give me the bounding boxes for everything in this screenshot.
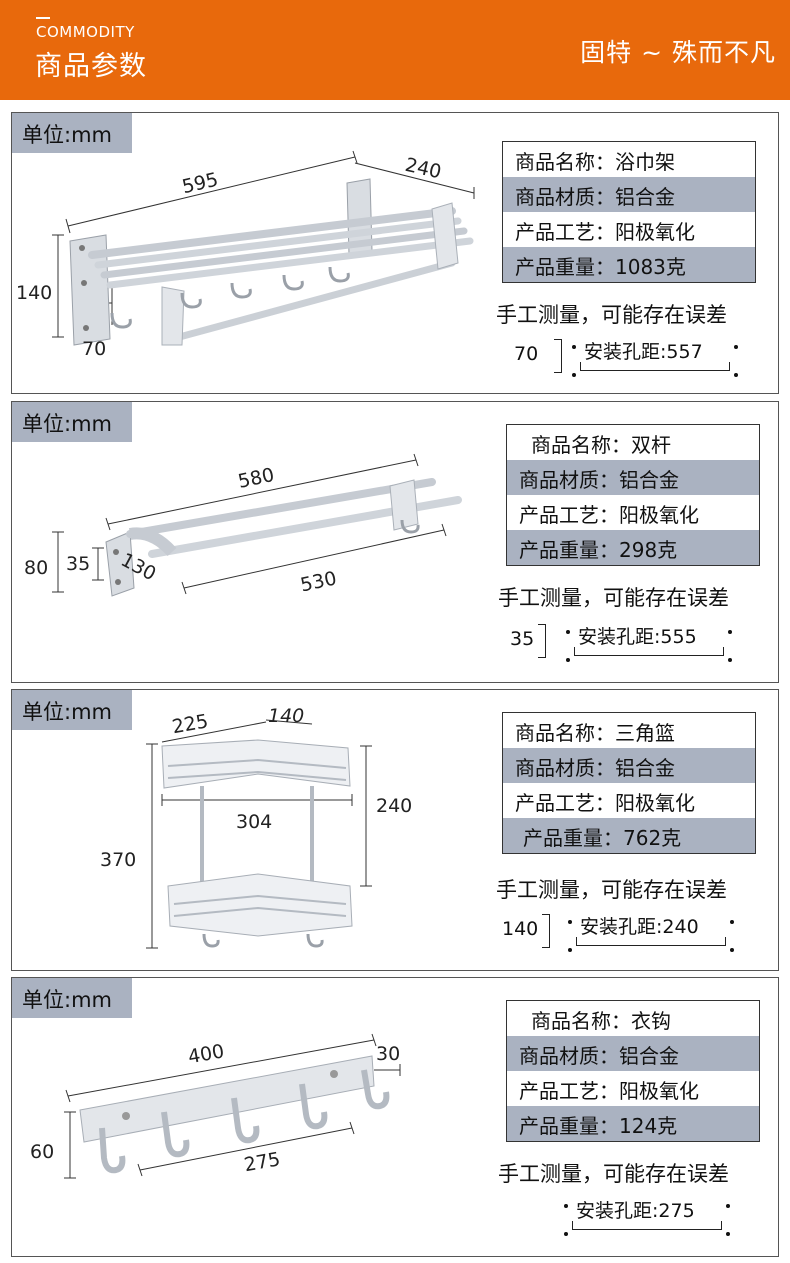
hole-distance-line — [574, 647, 724, 656]
towel-rack-drawing: 595 240 140 70 — [16, 150, 475, 360]
spec-name: 商品名称：三角篮 — [515, 721, 675, 745]
dim-height: 80 — [24, 557, 48, 579]
hole-dot — [572, 373, 576, 377]
dim-hook: 30 — [376, 1043, 400, 1065]
hole-offset: 140 — [502, 918, 539, 940]
product-panel-hooks: 单位:mm 400 30 60 275 商品名称：衣钩 商品材质：铝合金 产品工… — [11, 977, 779, 1257]
hole-offset: 35 — [510, 628, 535, 650]
spec-material: 商品材质：铝合金 — [503, 177, 755, 212]
spec-process: 产品工艺：阳极氧化 — [515, 220, 695, 244]
hole-dot — [726, 1232, 730, 1236]
hole-dot — [734, 345, 738, 349]
dim-depth: 240 — [403, 154, 443, 184]
dim-length: 400 — [186, 1040, 226, 1068]
spec-weight: 产品重量：1083克 — [503, 247, 755, 282]
hole-dot — [566, 658, 570, 662]
dim-length: 580 — [236, 464, 276, 493]
dim-inner: 530 — [299, 567, 339, 596]
spec-process: 产品工艺：阳极氧化 — [519, 1079, 699, 1103]
hook-drawing: 400 30 60 275 — [30, 1033, 401, 1179]
hole-distance-line — [576, 937, 726, 946]
hole-distance-label: 安装孔距:557 — [584, 341, 703, 363]
hole-dot — [568, 948, 572, 952]
hole-distance-label: 安装孔距:275 — [576, 1200, 695, 1222]
dim-length: 595 — [180, 169, 220, 199]
unit-label: 单位:mm — [12, 978, 132, 1018]
header-cn-title: 商品参数 — [35, 51, 147, 82]
hole-distance-line — [580, 362, 730, 371]
dim-height: 60 — [30, 1141, 54, 1163]
product-panel-corner-basket: 单位:mm 225 140 304 370 240 商品名称：三角篮 商品材质：… — [11, 689, 779, 971]
spec-name: 商品名称：衣钩 — [531, 1009, 671, 1033]
header-banner: COMMODITY 商品参数 固特 ~ 殊而不凡 — [0, 0, 790, 100]
measurement-note: 手工测量，可能存在误差 — [498, 1162, 729, 1186]
hole-dot — [572, 345, 576, 349]
hole-dot — [726, 1204, 730, 1208]
hole-offset: 70 — [514, 343, 539, 365]
hole-dot — [728, 658, 732, 662]
hole-dot — [564, 1204, 568, 1208]
unit-label: 单位:mm — [12, 690, 132, 730]
measurement-note: 手工测量，可能存在误差 — [498, 586, 729, 610]
dim-front: 140 — [268, 705, 304, 727]
header-dash — [36, 17, 50, 19]
measurement-note: 手工测量，可能存在误差 — [496, 303, 727, 327]
hole-distance: 140 安装孔距:240 — [502, 912, 752, 956]
dim-width: 304 — [236, 811, 272, 833]
unit-label: 单位:mm — [12, 113, 132, 153]
dim-base: 70 — [82, 338, 106, 360]
spec-material: 商品材质：铝合金 — [507, 460, 759, 495]
header-en-title: COMMODITY — [36, 23, 135, 41]
hole-offset-bracket — [542, 914, 550, 948]
header-slogan: 固特 ~ 殊而不凡 — [580, 38, 776, 67]
hole-dot — [568, 920, 572, 924]
hole-offset-bracket — [554, 339, 562, 373]
unit-label: 单位:mm — [12, 402, 132, 442]
hole-dot — [728, 630, 732, 634]
dim-spacing: 240 — [376, 795, 412, 817]
spec-process: 产品工艺：阳极氧化 — [519, 503, 699, 527]
spec-table: 商品名称：衣钩 商品材质：铝合金 产品工艺：阳极氧化 产品重量：124克 — [506, 1000, 760, 1142]
spec-material: 商品材质：铝合金 — [507, 1036, 759, 1071]
hole-distance-label: 安装孔距:240 — [580, 916, 699, 938]
spec-name: 商品名称：浴巾架 — [515, 150, 675, 174]
hole-distance: 70 安装孔距:557 — [514, 337, 754, 381]
spec-name: 商品名称：双杆 — [531, 433, 671, 457]
corner-basket-drawing: 225 140 304 370 240 — [100, 705, 412, 949]
hole-dot — [730, 920, 734, 924]
spec-process: 产品工艺：阳极氧化 — [515, 791, 695, 815]
dim-height: 140 — [16, 282, 52, 304]
hole-dot — [734, 373, 738, 377]
spec-table: 商品名称：三角篮 商品材质：铝合金 产品工艺：阳极氧化 产品重量：762克 — [502, 712, 756, 854]
hole-dot — [564, 1232, 568, 1236]
product-panel-towel-rack: 单位:mm 595 240 140 70 — [11, 112, 779, 394]
spec-weight: 产品重量：762克 — [503, 818, 755, 853]
measurement-note: 手工测量，可能存在误差 — [496, 878, 727, 902]
double-bar-drawing: 580 130 80 35 530 — [24, 453, 462, 597]
product-panel-double-bar: 单位:mm 580 130 80 35 530 商品名称：双杆 商品材质：铝合金… — [11, 401, 779, 683]
hole-distance: 安装孔距:275 — [508, 1196, 748, 1240]
spec-table: 商品名称：浴巾架 商品材质：铝合金 产品工艺：阳极氧化 产品重量：1083克 — [502, 141, 756, 283]
hole-offset-bracket — [538, 624, 546, 658]
hole-dot — [566, 630, 570, 634]
dim-height: 370 — [100, 849, 136, 871]
hole-distance-label: 安装孔距:555 — [578, 626, 697, 648]
spec-table: 商品名称：双杆 商品材质：铝合金 产品工艺：阳极氧化 产品重量：298克 — [506, 424, 760, 566]
hole-distance: 35 安装孔距:555 — [510, 622, 750, 666]
hole-distance-line — [572, 1221, 722, 1230]
spec-weight: 产品重量：298克 — [507, 530, 759, 565]
dim-base: 35 — [66, 553, 90, 575]
spec-material: 商品材质：铝合金 — [503, 748, 755, 783]
dim-inner: 275 — [242, 1148, 282, 1176]
spec-weight: 产品重量：124克 — [507, 1106, 759, 1141]
hole-dot — [730, 948, 734, 952]
